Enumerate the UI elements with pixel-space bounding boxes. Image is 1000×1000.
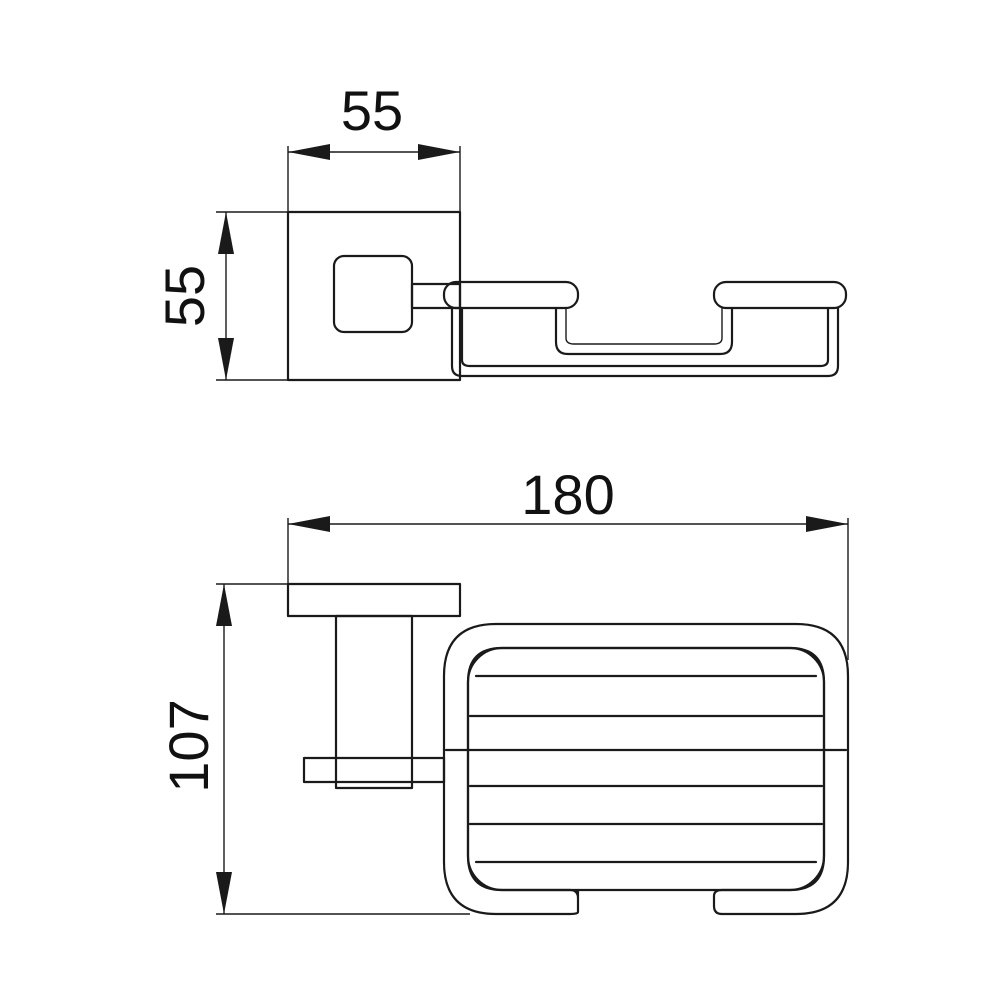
wall-plate	[286, 582, 462, 618]
post	[334, 614, 414, 790]
dimension-label-overall-length: 180	[521, 463, 614, 526]
cross-bar	[302, 756, 446, 784]
basket-slats	[444, 674, 848, 864]
dimension-label-top-width: 55	[341, 79, 403, 142]
plan-view	[286, 582, 850, 916]
basket-middle-dip-inner	[565, 308, 723, 345]
dimension-label-overall-height: 107	[157, 699, 220, 792]
dimension-overall-length	[287, 516, 849, 660]
left-rail	[442, 280, 580, 310]
dimension-top-height	[216, 211, 460, 381]
basket-outer-wire	[450, 306, 840, 378]
flange-cap	[332, 254, 414, 334]
basket-inner-wire	[460, 306, 830, 368]
dimension-top-width	[287, 144, 461, 212]
basket-frame-outer	[442, 622, 850, 916]
basket-inner	[466, 646, 826, 892]
connector-stub	[410, 282, 462, 310]
dimension-label-top-height: 55	[153, 265, 216, 327]
wall-flange-side	[286, 210, 462, 382]
right-rail	[712, 280, 848, 310]
side-view	[286, 210, 848, 382]
dimension-overall-height	[216, 583, 470, 915]
basket-middle-dip	[554, 306, 734, 356]
